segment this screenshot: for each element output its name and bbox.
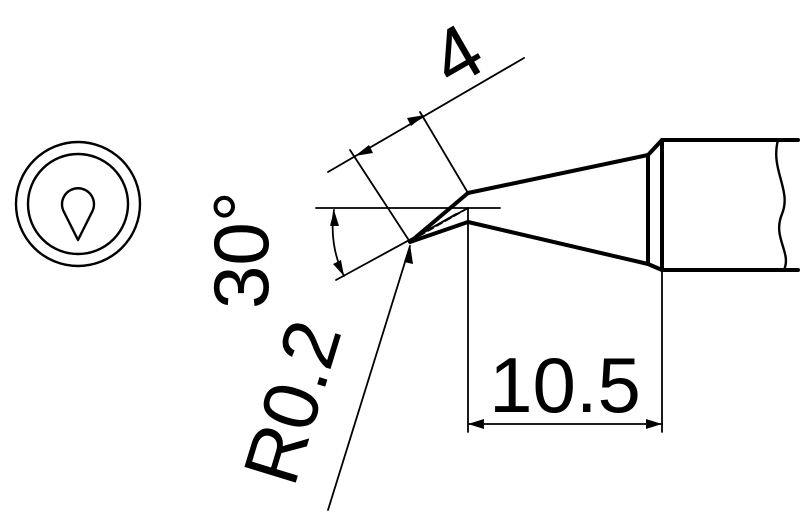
bevel-arrow-1: [355, 145, 373, 156]
dimension-length: 10.5: [467, 207, 663, 433]
dimension-bevel-width: 4: [327, 6, 525, 243]
angle-arrow-top: [330, 210, 339, 226]
length-arrow-left: [468, 419, 484, 429]
side-view: [408, 138, 800, 272]
end-view-teardrop: [60, 187, 96, 242]
bevel-ext-1: [349, 149, 411, 243]
end-view: [14, 140, 142, 268]
shank-outline: [646, 138, 800, 272]
shank-break-line: [775, 138, 788, 272]
radius-label: R0.2: [226, 310, 358, 493]
angle-arrow-bottom: [333, 260, 344, 276]
bevel-ext-2: [419, 111, 469, 194]
bevel-arrow-2: [407, 115, 425, 126]
angle-label: 30°: [197, 191, 285, 309]
dimension-angle: 30°: [197, 191, 501, 309]
taper-top: [466, 153, 650, 195]
radius-leader: [327, 245, 411, 511]
length-arrow-right: [646, 419, 662, 429]
end-view-inner-circle: [26, 152, 130, 256]
taper-bottom: [466, 220, 650, 266]
end-view-outer-circle: [14, 140, 142, 268]
radius-arrow: [404, 244, 413, 264]
angle-bevel-line: [335, 207, 469, 281]
bevel-width-label: 4: [416, 6, 498, 104]
length-label: 10.5: [489, 341, 641, 429]
